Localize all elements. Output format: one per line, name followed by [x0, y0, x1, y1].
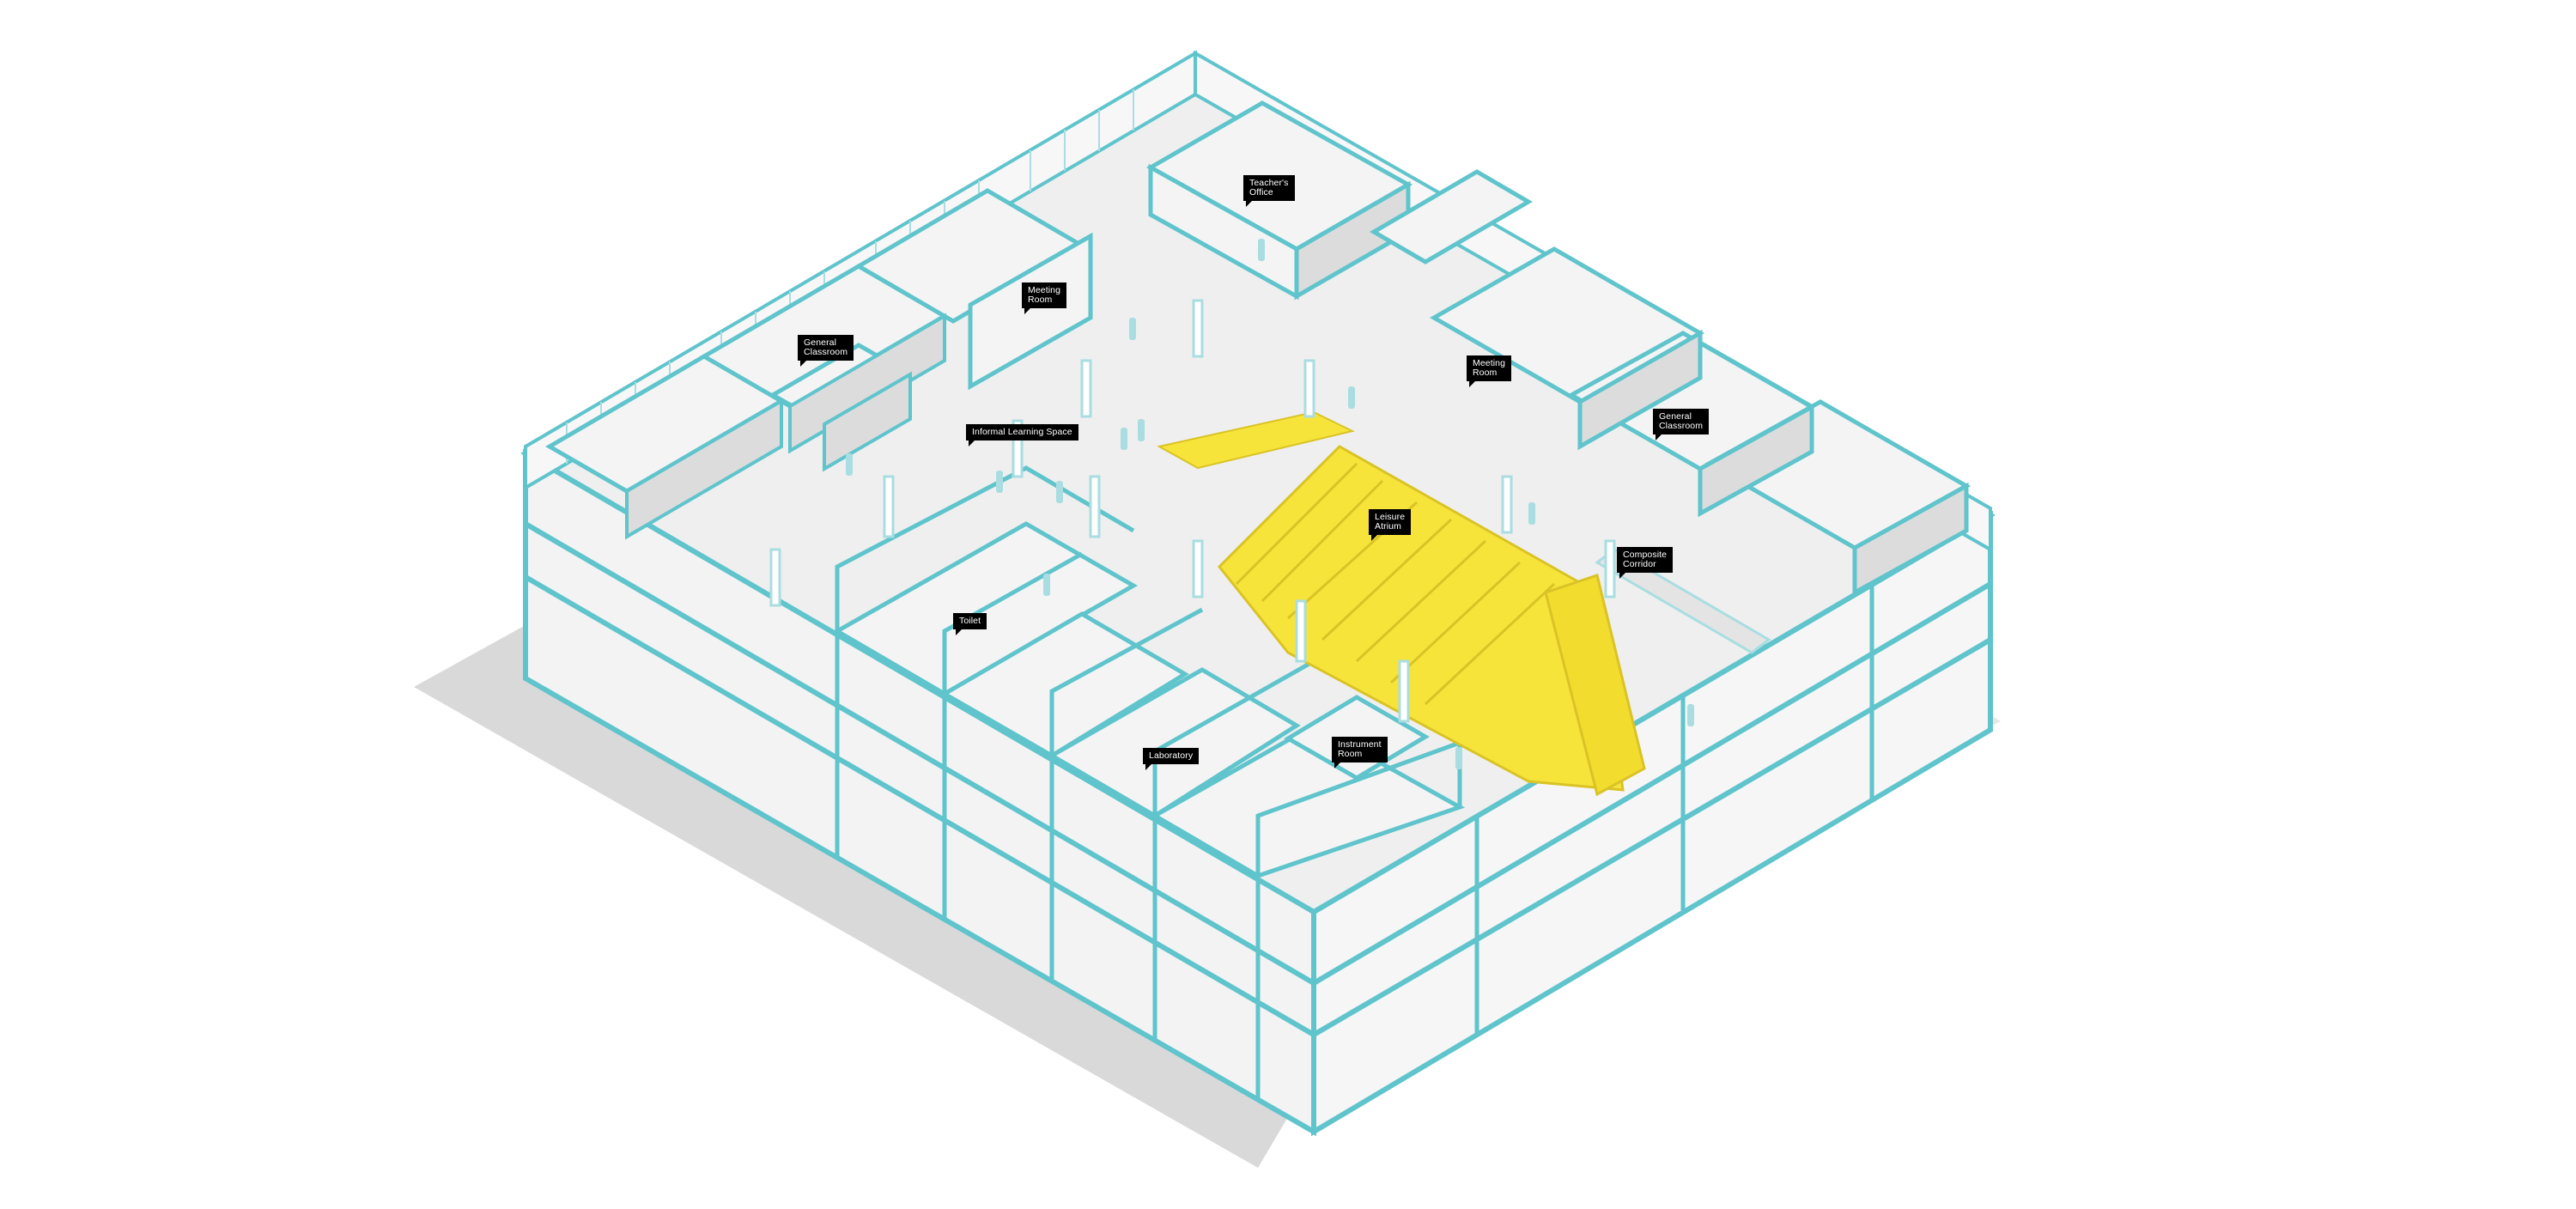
atrium-upper-landing — [1157, 410, 1355, 470]
atrium-side-stair — [1544, 574, 1646, 797]
label-toilet: Toilet — [953, 613, 987, 635]
label-instrument-room: Instrument Room — [1332, 737, 1388, 769]
label-general-classroom-right: General Classroom — [1653, 409, 1710, 440]
label-leisure-atrium: Leisure Atrium — [1369, 509, 1412, 541]
label-composite-corridor: Composite Corridor — [1617, 547, 1674, 579]
label-informal-learning-space: Informal Learning Space — [966, 424, 1078, 447]
rooms-right — [1370, 169, 1971, 597]
label-teachers-office: Teacher's Office — [1243, 175, 1295, 207]
front-columns — [835, 584, 1874, 1099]
slab-line-right-2 — [1312, 637, 1992, 1037]
atrium-bleachers — [1217, 445, 1625, 792]
label-general-classroom-left: General Classroom — [798, 335, 854, 367]
label-meeting-room-right: Meeting Room — [1467, 355, 1512, 387]
label-meeting-room-left: Meeting Room — [1022, 283, 1067, 314]
atrium-steps — [1235, 462, 1556, 706]
slab-line-left-1 — [524, 521, 1315, 986]
ground-shadow — [414, 625, 1314, 1168]
composite-corridor-strip — [1595, 548, 1771, 654]
people-figures — [846, 239, 1694, 769]
interior-columns — [769, 299, 1616, 723]
label-laboratory: Laboratory — [1143, 748, 1200, 770]
room-walls-back-left — [625, 313, 946, 540]
slab-line-left-2 — [524, 574, 1315, 1037]
slab-line-right-1 — [1312, 581, 1992, 986]
